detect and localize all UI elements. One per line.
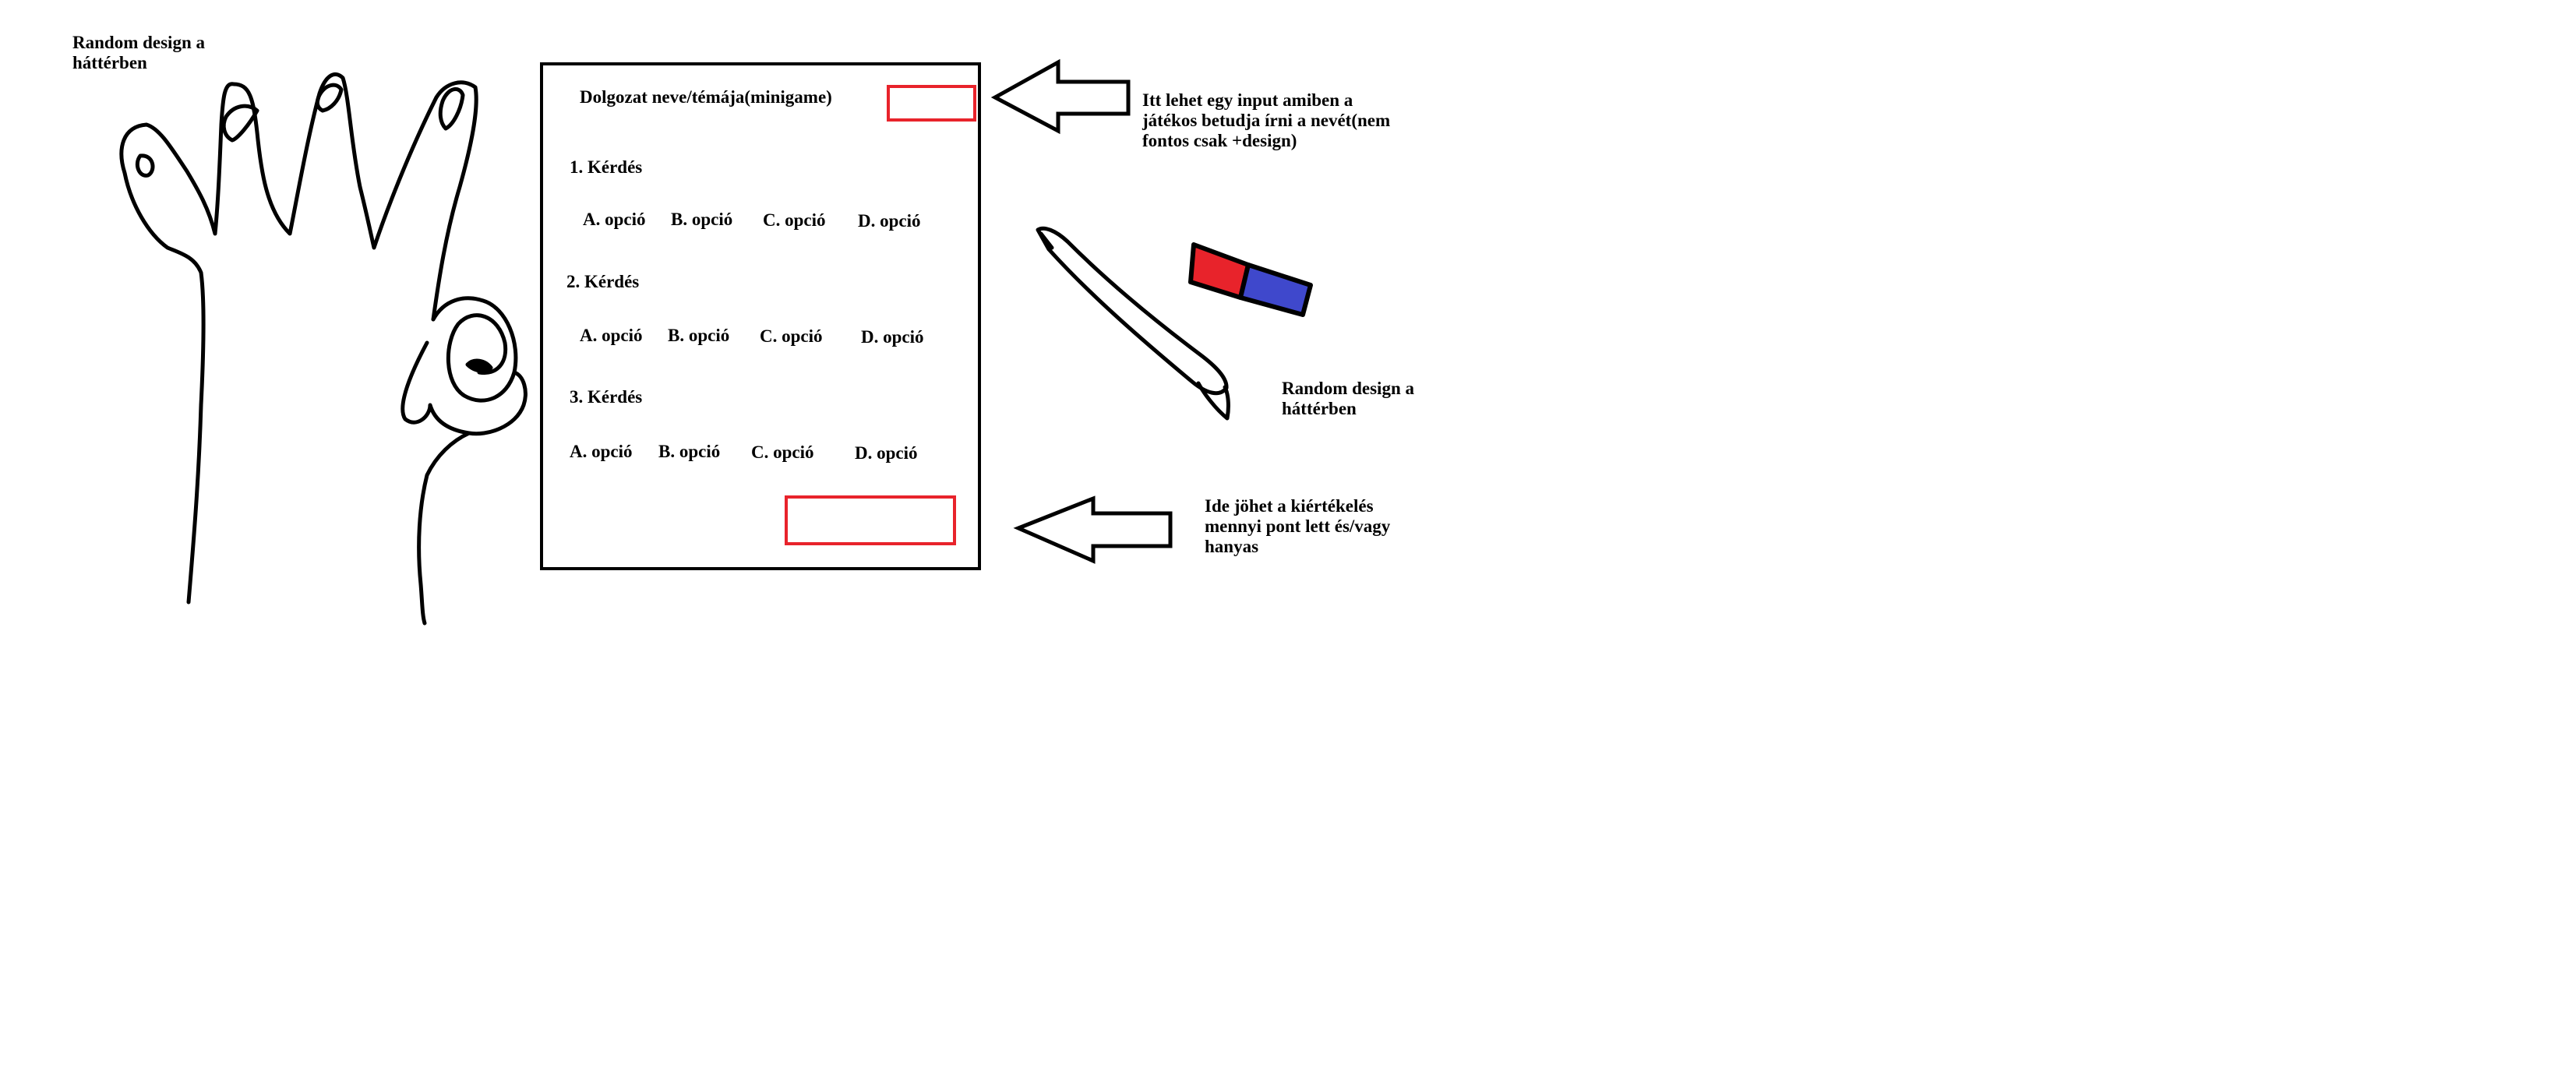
quiz-form: Dolgozat neve/témája(minigame) 1. Kérdés…: [540, 62, 981, 570]
note-name-input-description: Itt lehet egy input amiben a játékos bet…: [1142, 90, 1391, 150]
player-name-input[interactable]: [887, 85, 976, 122]
question-2-label: 2. Kérdés: [566, 272, 640, 291]
hand-drawing-icon: [119, 72, 528, 626]
question-1-option-b[interactable]: B. opció: [671, 210, 733, 229]
result-box: [785, 495, 956, 545]
question-3-label: 3. Kérdés: [570, 387, 643, 407]
question-3-option-d[interactable]: D. opció: [855, 443, 918, 463]
arrow-left-icon: [990, 58, 1131, 135]
note-result-description: Ide jöhet a kiértékelés mennyi pont lett…: [1205, 496, 1391, 556]
question-3-option-b[interactable]: B. opció: [658, 442, 721, 461]
question-1-label: 1. Kérdés: [570, 157, 643, 177]
eraser-icon: [1188, 242, 1313, 317]
question-3-option-a[interactable]: A. opció: [570, 442, 633, 461]
question-1-option-c[interactable]: C. opció: [763, 210, 826, 230]
question-1-option-a[interactable]: A. opció: [583, 210, 646, 229]
question-1-option-d[interactable]: D. opció: [858, 211, 921, 231]
quiz-title: Dolgozat neve/témája(minigame): [580, 87, 832, 107]
question-2-option-b[interactable]: B. opció: [668, 326, 730, 345]
note-background-design-right: Random design a háttérben: [1282, 379, 1414, 418]
pen-icon: [1036, 226, 1230, 421]
question-2-option-c[interactable]: C. opció: [760, 326, 823, 346]
question-2-option-a[interactable]: A. opció: [580, 326, 643, 345]
note-background-design-top: Random design a háttérben: [72, 33, 205, 72]
question-2-option-d[interactable]: D. opció: [861, 327, 924, 347]
arrow-left-icon: [1013, 495, 1173, 564]
question-3-option-c[interactable]: C. opció: [751, 442, 814, 462]
